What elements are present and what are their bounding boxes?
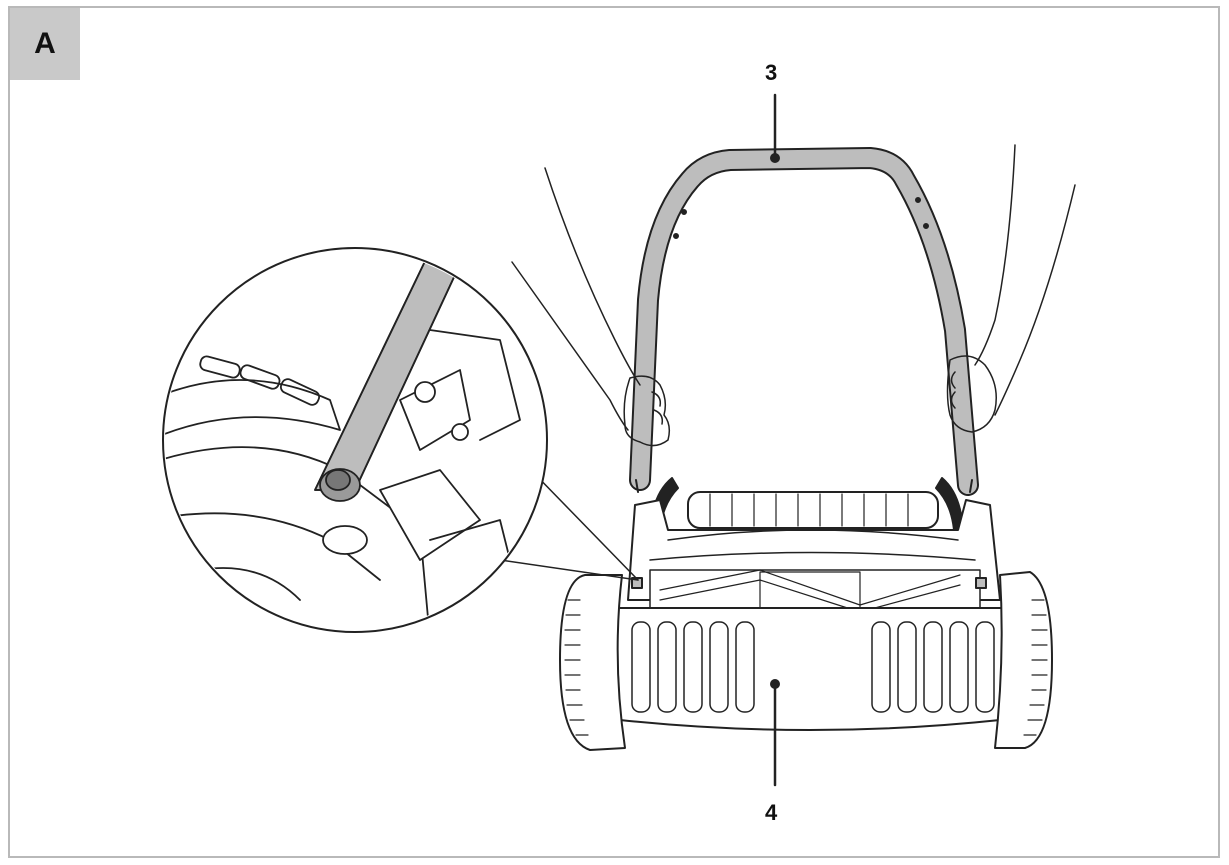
rear-roller — [687, 491, 939, 529]
cover-vent-slots-right — [871, 621, 995, 713]
callout-4-label: 4 — [765, 800, 778, 825]
cover-vent-slots-left — [631, 621, 755, 713]
right-wheel — [994, 571, 1053, 749]
callout-4-leader — [770, 679, 780, 787]
mower-body — [627, 499, 1001, 613]
right-arm — [946, 144, 1076, 433]
handle-bar — [629, 147, 979, 496]
left-wheel — [559, 574, 626, 751]
callout-3-label: 3 — [765, 60, 778, 85]
front-cover — [614, 607, 1006, 731]
callout-3-leader — [770, 93, 780, 163]
figure-label: A — [10, 8, 80, 80]
detail-magnifier — [162, 247, 548, 633]
left-arm — [511, 167, 671, 447]
